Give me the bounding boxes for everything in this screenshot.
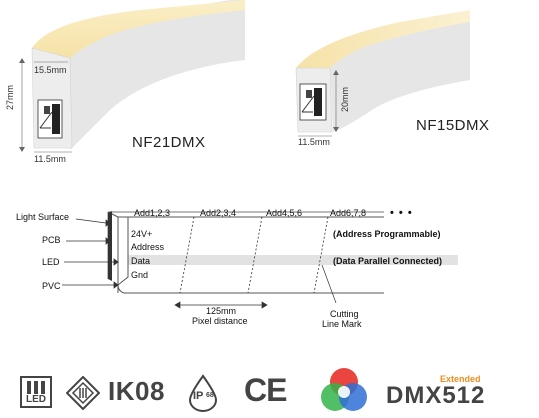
nf21dmx-model-name: NF21DMX bbox=[132, 134, 206, 151]
dmx512-label: DMX512 bbox=[386, 382, 486, 409]
led-icon-text: LED bbox=[26, 394, 46, 405]
label-led: LED bbox=[42, 257, 60, 267]
address-label-3: Add4,5,6 bbox=[266, 208, 303, 218]
rgb-color-icon bbox=[321, 368, 367, 411]
address-label-1: Add1,2,3 bbox=[134, 208, 171, 218]
pixel-distance-value: 125mm bbox=[206, 306, 237, 316]
ce-mark: CE bbox=[244, 372, 287, 408]
label-light-surface: Light Surface bbox=[16, 212, 70, 222]
strip-label-address: Address bbox=[131, 242, 165, 252]
dmx-extended-badge: Extended bbox=[440, 374, 481, 384]
nf21dmx-height: 27mm bbox=[5, 84, 15, 110]
pcb-section-icon bbox=[299, 83, 327, 121]
nf15dmx-model-name: NF15DMX bbox=[416, 117, 490, 134]
nf21dmx-bottom-width: 11.5mm bbox=[34, 154, 66, 164]
product-views bbox=[19, 0, 470, 153]
note-address-programmable: (Address Programmable) bbox=[333, 229, 441, 239]
address-label-2: Add2,3,4 bbox=[200, 208, 237, 218]
cutting-mark-line2: Line Mark bbox=[322, 319, 362, 329]
note-data-parallel: (Data Parallel Connected) bbox=[333, 256, 443, 266]
strip-diagram bbox=[62, 211, 458, 309]
data-bar bbox=[128, 255, 458, 265]
label-pcb: PCB bbox=[42, 235, 61, 245]
address-label-4: Add6,7,8 bbox=[330, 208, 367, 218]
product-nf15dmx-drawing bbox=[295, 10, 470, 137]
product-nf21dmx-drawing bbox=[19, 0, 245, 153]
nf15dmx-bottom-width: 11.5mm bbox=[298, 137, 330, 147]
class-three-diamond-icon bbox=[66, 376, 100, 410]
label-pvc: PVC bbox=[42, 281, 61, 291]
ip-text: IP bbox=[193, 390, 204, 402]
pixel-distance-label: Pixel distance bbox=[192, 316, 248, 326]
nf15dmx-height: 20mm bbox=[340, 86, 350, 112]
led-module-icon: LED bbox=[20, 376, 52, 408]
ip-value: 68 bbox=[206, 392, 214, 399]
strip-label-24v: 24V+ bbox=[131, 229, 153, 239]
address-ellipsis: • • • bbox=[390, 207, 413, 219]
ik08-rating: IK08 bbox=[108, 376, 165, 406]
nf21dmx-top-width: 15.5mm bbox=[34, 65, 67, 75]
strip-label-gnd: Gnd bbox=[131, 270, 149, 280]
strip-label-data: Data bbox=[131, 256, 151, 266]
cutting-mark-line1: Cutting bbox=[330, 309, 359, 319]
ip68-drop-icon bbox=[188, 374, 218, 412]
